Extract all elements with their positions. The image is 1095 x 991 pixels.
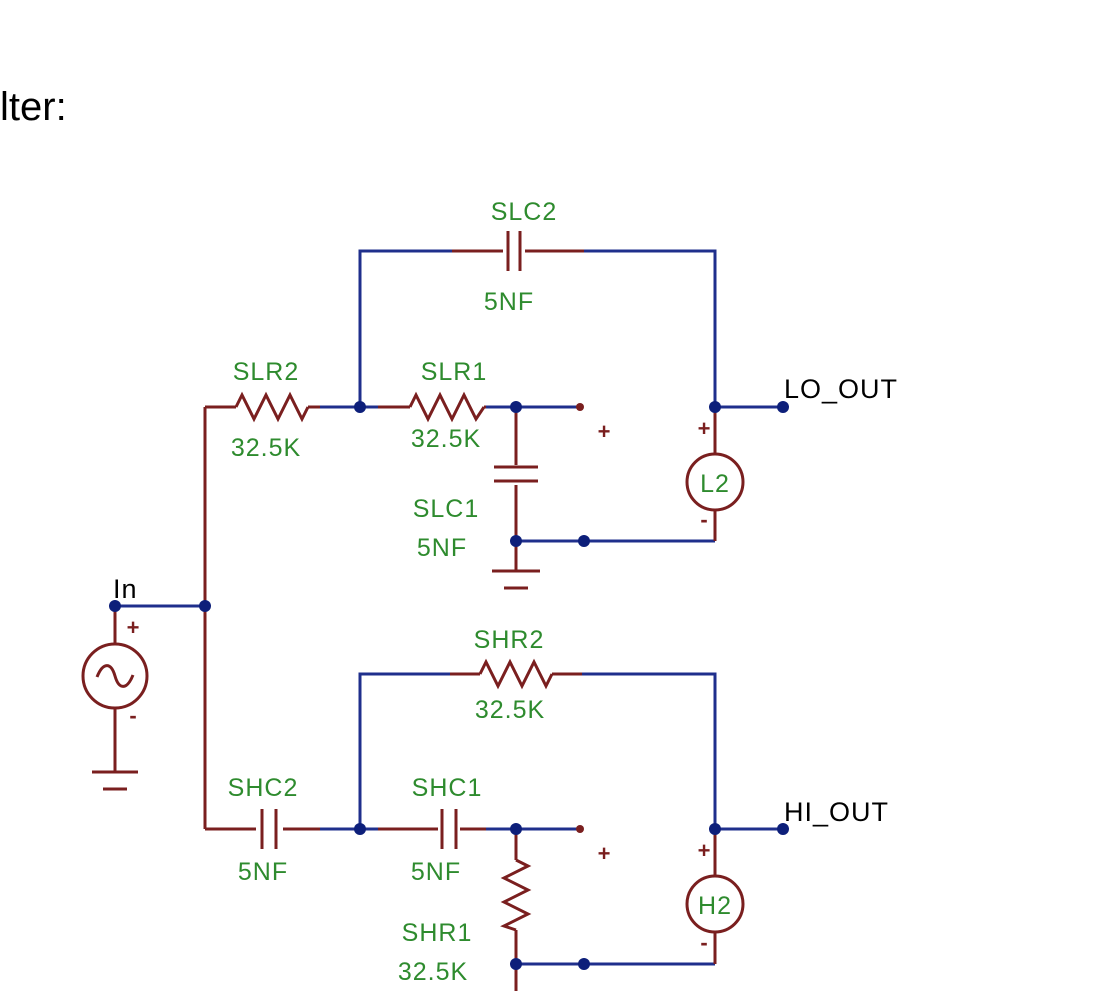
h2-label: H2 bbox=[698, 892, 732, 920]
shr2-value: 32.5K bbox=[475, 696, 545, 724]
slc1-value: 5NF bbox=[417, 534, 467, 562]
capacitor-icon bbox=[494, 465, 538, 483]
polarity-signs: + - + + - + + - bbox=[127, 416, 711, 955]
svg-text:+: + bbox=[598, 419, 611, 444]
svg-text:-: - bbox=[129, 703, 136, 728]
net-label-lo-out: LO_OUT bbox=[784, 374, 898, 404]
shc1-value: 5NF bbox=[411, 858, 461, 886]
wires bbox=[115, 249, 783, 966]
page-heading: lter: bbox=[0, 85, 67, 129]
resistor-icon bbox=[478, 658, 554, 690]
voltage-source-l2: L2 bbox=[685, 452, 745, 512]
slr1-name: SLR1 bbox=[421, 358, 488, 386]
shr2-name: SHR2 bbox=[474, 626, 545, 654]
svg-text:-: - bbox=[700, 507, 707, 532]
capacitor-icon bbox=[260, 809, 278, 849]
shc2-name: SHC2 bbox=[228, 774, 299, 802]
slc2-value: 5NF bbox=[484, 288, 534, 316]
ac-source-icon bbox=[81, 642, 149, 710]
slr2-value: 32.5K bbox=[231, 434, 301, 462]
svg-text:+: + bbox=[127, 615, 140, 640]
shr1-name: SHR1 bbox=[402, 919, 473, 947]
resistor-icon bbox=[408, 391, 486, 423]
capacitor-icon bbox=[506, 231, 522, 271]
resistor-icon bbox=[500, 858, 532, 932]
svg-text:+: + bbox=[698, 416, 711, 441]
ground-icon bbox=[492, 569, 540, 590]
slr1-value: 32.5K bbox=[411, 425, 481, 453]
shc1-name: SHC1 bbox=[412, 774, 483, 802]
junction-nodes bbox=[109, 401, 789, 970]
slc1-name: SLC1 bbox=[413, 495, 480, 523]
slr2-name: SLR2 bbox=[233, 358, 300, 386]
capacitor-icon bbox=[440, 809, 458, 849]
voltage-source-h2: H2 bbox=[685, 874, 745, 934]
svg-text:+: + bbox=[698, 838, 711, 863]
net-label-hi-out: HI_OUT bbox=[784, 797, 889, 827]
net-label-in: In bbox=[113, 574, 138, 604]
resistor-icon bbox=[234, 391, 310, 423]
l2-label: L2 bbox=[700, 470, 730, 498]
svg-text:-: - bbox=[700, 930, 707, 955]
ground-icon bbox=[92, 770, 138, 791]
shc2-value: 5NF bbox=[238, 858, 288, 886]
slc2-name: SLC2 bbox=[491, 198, 558, 226]
svg-text:+: + bbox=[598, 841, 611, 866]
shr1-value: 32.5K bbox=[398, 958, 468, 986]
